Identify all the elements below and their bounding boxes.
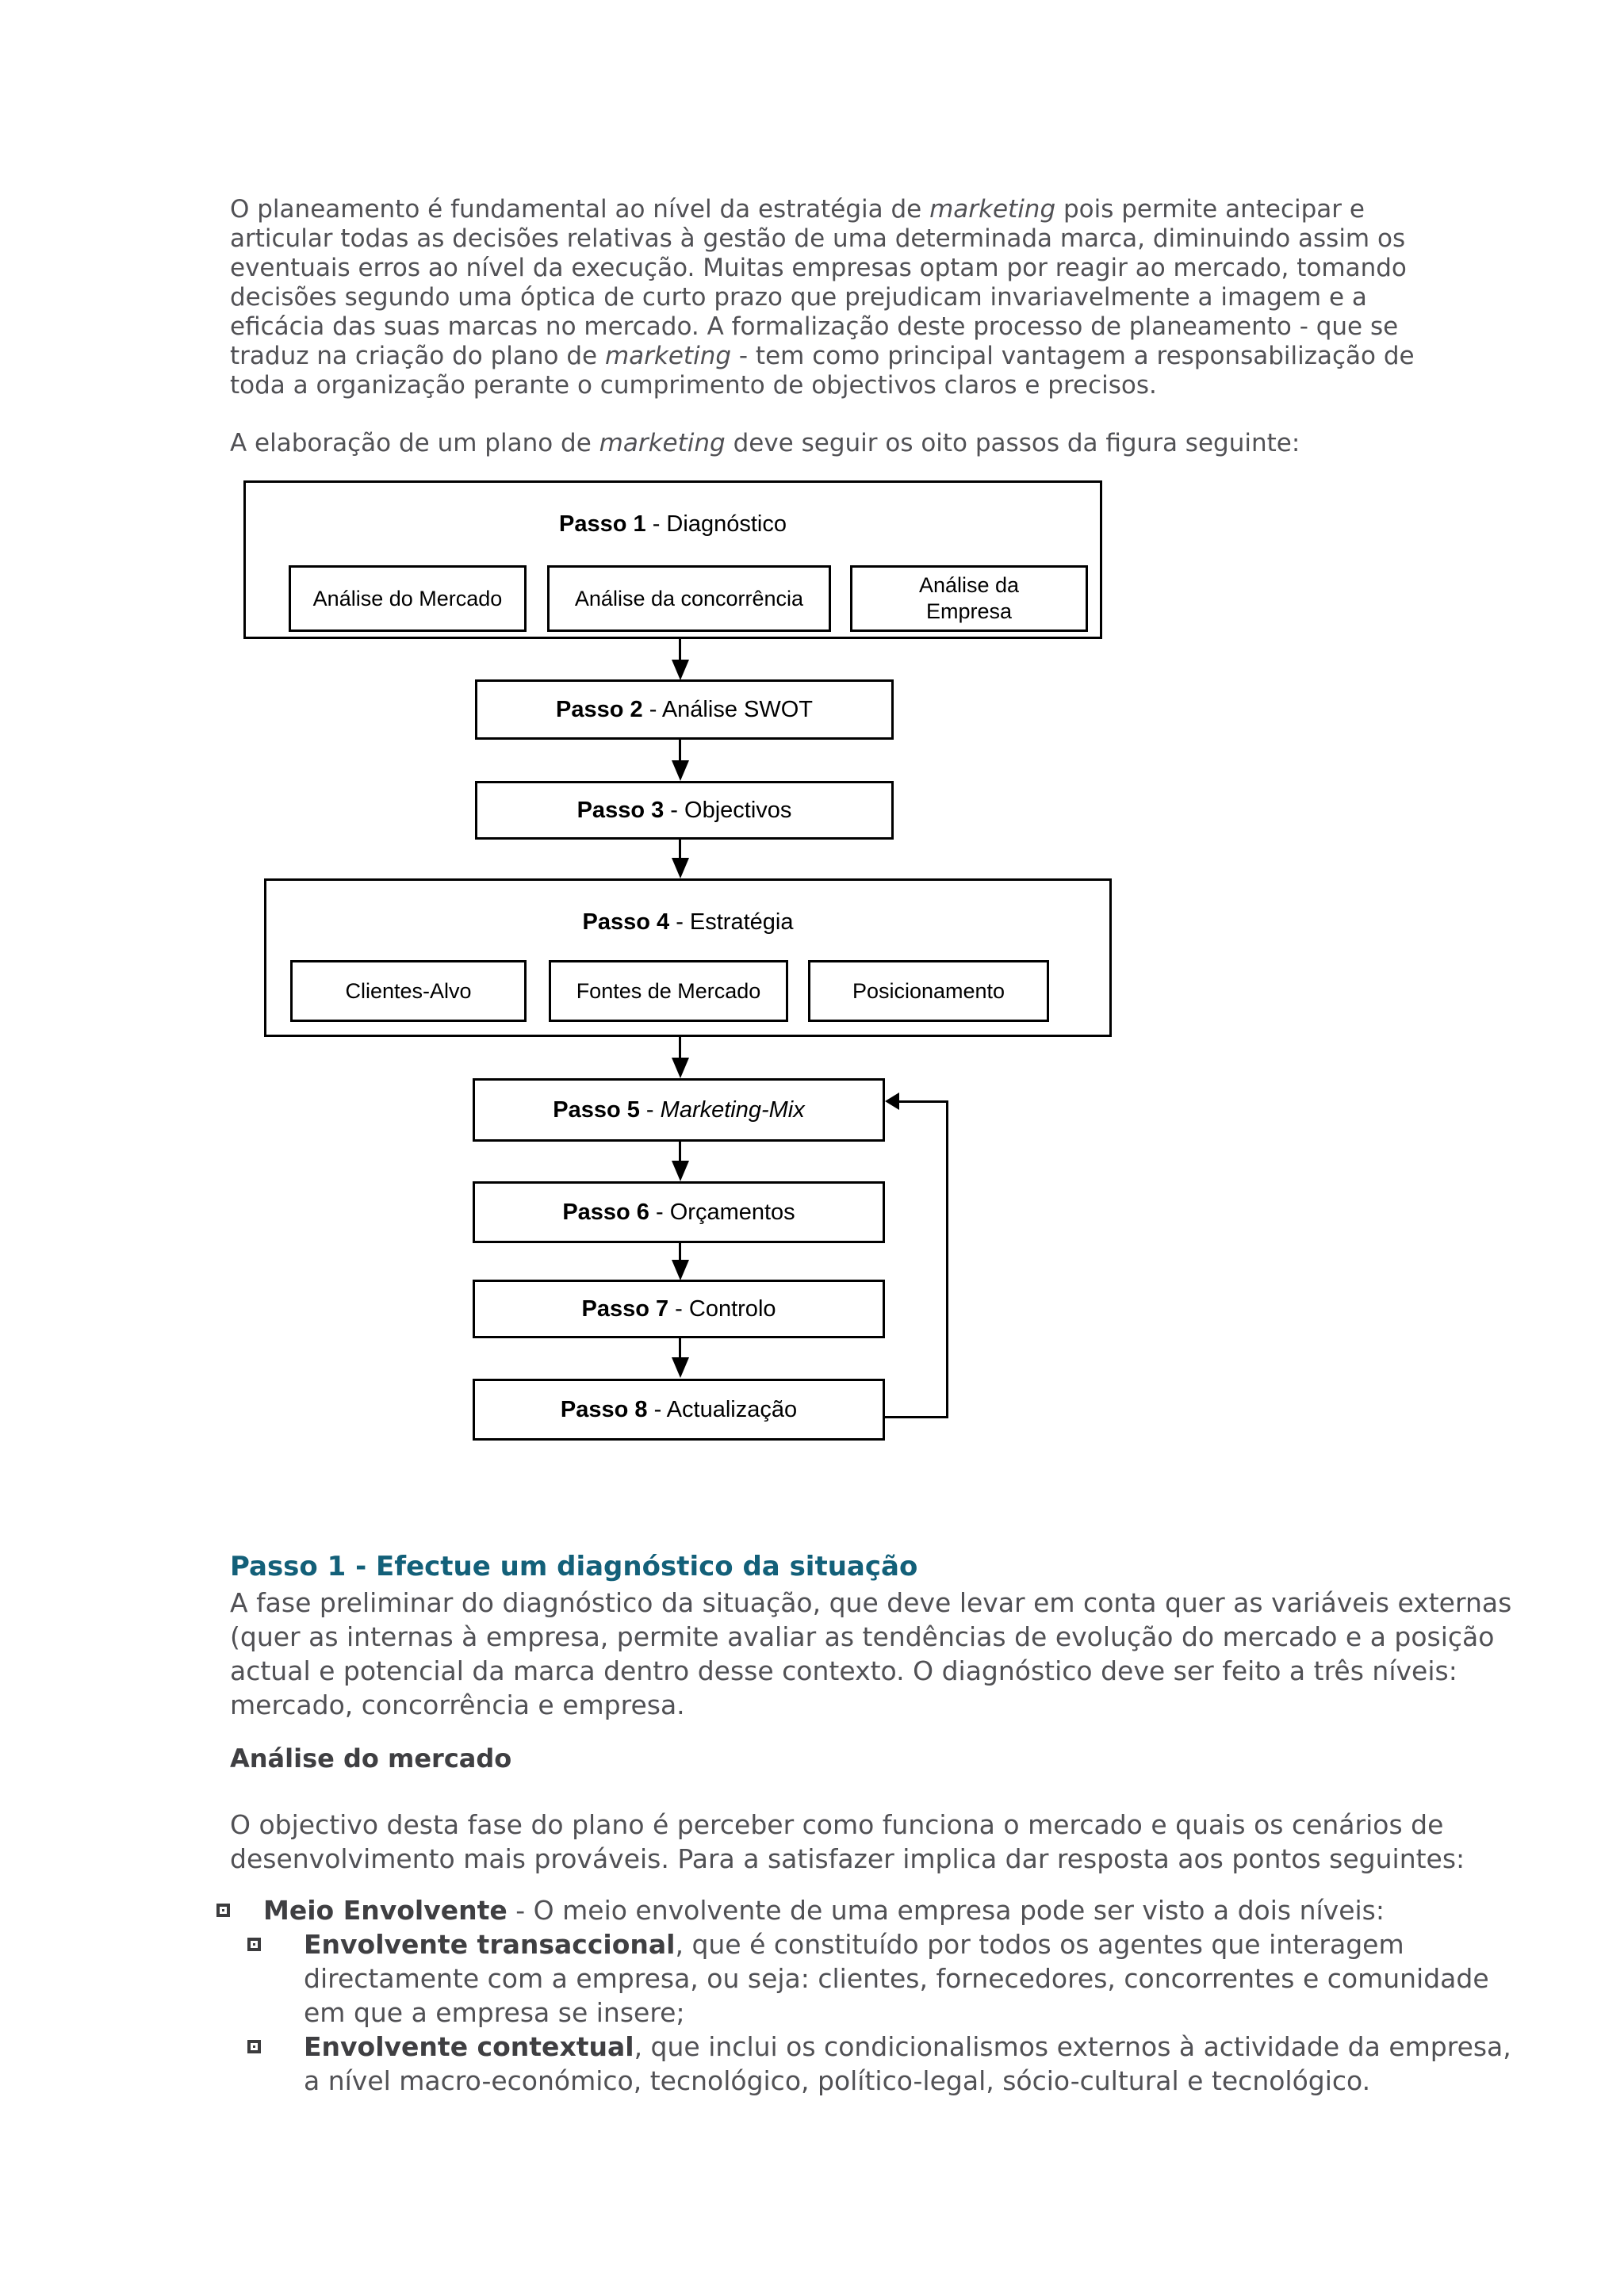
child-label: Fontes de Mercado <box>576 978 761 1003</box>
step4-label-bold: Passo 4 <box>582 909 670 935</box>
text-run: deve seguir os oito passos da figura seg… <box>725 429 1300 457</box>
step6-label-rest: - Orçamentos <box>649 1199 795 1225</box>
square-bullet-icon <box>247 1938 261 1951</box>
step1-title: Passo 1 - Diagnóstico <box>246 511 1100 538</box>
arrow-down-icon <box>672 1161 689 1181</box>
arrow-down-icon <box>672 760 689 781</box>
connector-line <box>679 639 681 663</box>
step5-label-italic: Marketing-Mix <box>660 1096 805 1123</box>
connector-line <box>679 740 681 762</box>
arrow-down-icon <box>672 1260 689 1280</box>
step4-child-market-sources: Fontes de Mercado <box>549 960 788 1022</box>
flowchart-step8-box: Passo 8 - Actualização <box>473 1379 885 1441</box>
connector-line <box>679 1243 681 1262</box>
objective-paragraph: O objectivo desta fase do plano é perceb… <box>230 1809 1465 1874</box>
child-label: Análise do Mercado <box>312 586 503 610</box>
step8-label-rest: - Actualização <box>647 1396 798 1422</box>
bullet-list: Meio Envolvente - O meio envolvente de u… <box>216 1893 1533 2098</box>
feedback-line-bottom <box>885 1416 948 1418</box>
step3-label-bold: Passo 3 <box>576 797 665 823</box>
step5-label-bold: Passo 5 <box>553 1096 640 1123</box>
connector-line <box>679 840 681 860</box>
italic-marketing: marketing <box>599 429 726 457</box>
step1-child-competition-analysis: Análise da concorrência <box>547 565 831 632</box>
step2-label-rest: - Análise SWOT <box>642 696 813 722</box>
connector-line <box>679 1142 681 1162</box>
step1-child-company-analysis: Análise da Empresa <box>850 565 1088 632</box>
arrow-down-icon <box>672 660 689 680</box>
italic-marketing: marketing <box>929 195 1056 224</box>
child-label: Análise da concorrência <box>574 586 804 610</box>
step1-label-rest: - Diagnóstico <box>645 511 787 537</box>
list-item-meio-envolvente: Meio Envolvente - O meio envolvente de u… <box>216 1893 1533 1927</box>
flowchart-step7-box: Passo 7 - Controlo <box>473 1280 885 1338</box>
flowchart-step6-box: Passo 6 - Orçamentos <box>473 1181 885 1243</box>
step8-label-bold: Passo 8 <box>560 1396 648 1422</box>
arrow-down-icon <box>672 1357 689 1378</box>
list-item-envolvente-transaccional: Envolvente transaccional, que é constitu… <box>247 1927 1533 2030</box>
text-run: , que inclui os condicionalismos externo… <box>304 2031 1511 2096</box>
text-run: - O meio envolvente de uma empresa pode … <box>507 1895 1385 1926</box>
arrow-down-icon <box>672 1058 689 1078</box>
connector-line <box>679 1037 681 1059</box>
square-bullet-icon <box>216 1904 230 1917</box>
text-run: O planeamento é fundamental ao nível da … <box>230 195 930 224</box>
step7-label-rest: - Controlo <box>668 1295 776 1322</box>
list-item-envolvente-contextual: Envolvente contextual, que inclui os con… <box>247 2030 1533 2098</box>
flowchart-step4-box: Passo 4 - Estratégia Clientes-Alvo Fonte… <box>264 878 1112 1037</box>
flowchart-step1-box: Passo 1 - Diagnóstico Análise do Mercado… <box>243 480 1102 639</box>
section-heading: Passo 1 - Efectue um diagnóstico da situ… <box>230 1551 918 1582</box>
text-run: A elaboração de um plano de <box>230 429 599 457</box>
square-bullet-icon <box>247 2040 261 2053</box>
list-item-lead: Envolvente transaccional <box>304 1929 676 1960</box>
text-run: , que é constituído por todos os agentes… <box>304 1929 1489 2028</box>
figure-lead-paragraph: A elaboração de um plano de marketing de… <box>230 429 1419 458</box>
arrow-down-icon <box>672 858 689 878</box>
arrow-left-icon <box>885 1093 899 1110</box>
step4-label-rest: - Estratégia <box>669 909 794 935</box>
step2-label-bold: Passo 2 <box>556 696 643 722</box>
list-item-lead: Meio Envolvente <box>263 1895 508 1926</box>
child-label: Posicionamento <box>852 978 1005 1003</box>
step4-title: Passo 4 - Estratégia <box>266 909 1109 936</box>
text-run: pois permite antecipar e articular todas… <box>230 195 1407 370</box>
child-label: Análise da Empresa <box>918 573 1020 623</box>
feedback-line-vertical <box>946 1100 948 1418</box>
flowchart-step2-box: Passo 2 - Análise SWOT <box>475 679 894 740</box>
subsection-heading: Análise do mercado <box>230 1743 512 1774</box>
step6-label-bold: Passo 6 <box>562 1199 649 1225</box>
text-run: - tem como principal vantagem a responsa… <box>230 342 1415 400</box>
marketing-plan-flowchart: Passo 1 - Diagnóstico Análise do Mercado… <box>243 480 1112 1441</box>
step3-label-rest: - Objectivos <box>664 797 792 823</box>
list-item-text: Meio Envolvente - O meio envolvente de u… <box>263 1893 1533 1927</box>
diagnosis-paragraph: A fase preliminar do diagnóstico da situ… <box>230 1587 1512 1720</box>
flowchart-step3-box: Passo 3 - Objectivos <box>475 781 894 840</box>
intro-paragraph: O planeamento é fundamental ao nível da … <box>230 195 1419 400</box>
child-label: Clientes-Alvo <box>345 978 472 1003</box>
step7-label-bold: Passo 7 <box>581 1295 669 1322</box>
list-item-text: Envolvente transaccional, que é constitu… <box>304 1927 1533 2030</box>
step1-label-bold: Passo 1 <box>559 511 646 537</box>
feedback-line-top <box>899 1100 948 1103</box>
step4-child-positioning: Posicionamento <box>808 960 1049 1022</box>
list-item-lead: Envolvente contextual <box>304 2031 634 2062</box>
step1-child-market-analysis: Análise do Mercado <box>289 565 527 632</box>
italic-marketing: marketing <box>604 342 732 370</box>
list-item-text: Envolvente contextual, que inclui os con… <box>304 2030 1533 2098</box>
step4-child-target-clients: Clientes-Alvo <box>290 960 527 1022</box>
flowchart-step5-box: Passo 5 - Marketing-Mix <box>473 1078 885 1142</box>
step5-label-sep: - <box>639 1096 661 1123</box>
connector-line <box>679 1338 681 1359</box>
